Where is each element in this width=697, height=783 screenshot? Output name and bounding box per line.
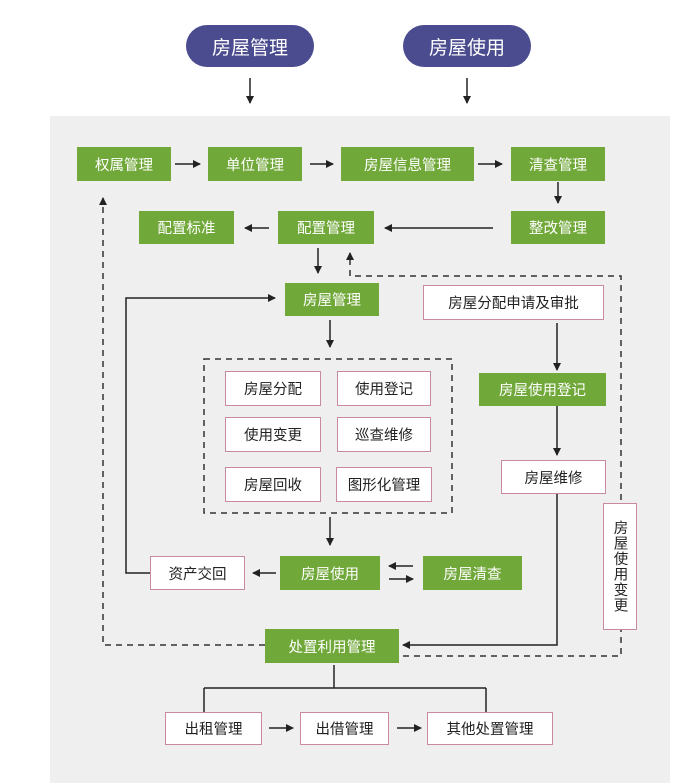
box-house-recycle: 房屋回收 xyxy=(225,467,321,502)
top-pill-house-management: 房屋管理 xyxy=(186,25,314,67)
box-usage-registration: 使用登记 xyxy=(337,371,431,406)
box-lend-management: 出借管理 xyxy=(300,712,389,745)
box-usage-change: 使用变更 xyxy=(225,417,321,452)
loop-return-house xyxy=(125,294,276,574)
box-house-inventory: 房屋清查 xyxy=(423,556,522,590)
box-house-use: 房屋使用 xyxy=(280,556,380,590)
box-asset-return: 资产交回 xyxy=(150,556,245,590)
box-config-management: 配置管理 xyxy=(278,211,374,244)
box-house-repair: 房屋维修 xyxy=(501,460,606,494)
box-rectification-management: 整改管理 xyxy=(511,211,605,244)
box-allocation-application: 房屋分配申请及审批 xyxy=(423,285,604,320)
box-patrol-repair: 巡查维修 xyxy=(337,417,431,452)
box-house-usage-registration: 房屋使用登记 xyxy=(479,373,606,406)
box-ownership-management: 权属管理 xyxy=(77,147,171,181)
arrow-repair-disposal xyxy=(402,494,558,649)
box-house-management: 房屋管理 xyxy=(285,283,379,316)
box-other-disposal-management: 其他处置管理 xyxy=(427,712,553,745)
dashed-disposal-to-config xyxy=(346,252,622,657)
box-rent-management: 出租管理 xyxy=(165,712,262,745)
box-graphic-management: 图形化管理 xyxy=(336,467,432,502)
dashed-grid-frame xyxy=(203,358,453,514)
box-disposal-management: 处置利用管理 xyxy=(265,629,399,663)
box-house-allocation: 房屋分配 xyxy=(225,371,321,406)
box-house-usage-change-vertical: 房屋使用变更 xyxy=(603,503,637,630)
box-house-info-management: 房屋信息管理 xyxy=(341,147,474,181)
box-config-standard: 配置标准 xyxy=(139,211,234,244)
top-pill-house-usage: 房屋使用 xyxy=(403,25,531,67)
box-inventory-check-management: 清查管理 xyxy=(511,147,605,181)
box-unit-management: 单位管理 xyxy=(208,147,302,181)
